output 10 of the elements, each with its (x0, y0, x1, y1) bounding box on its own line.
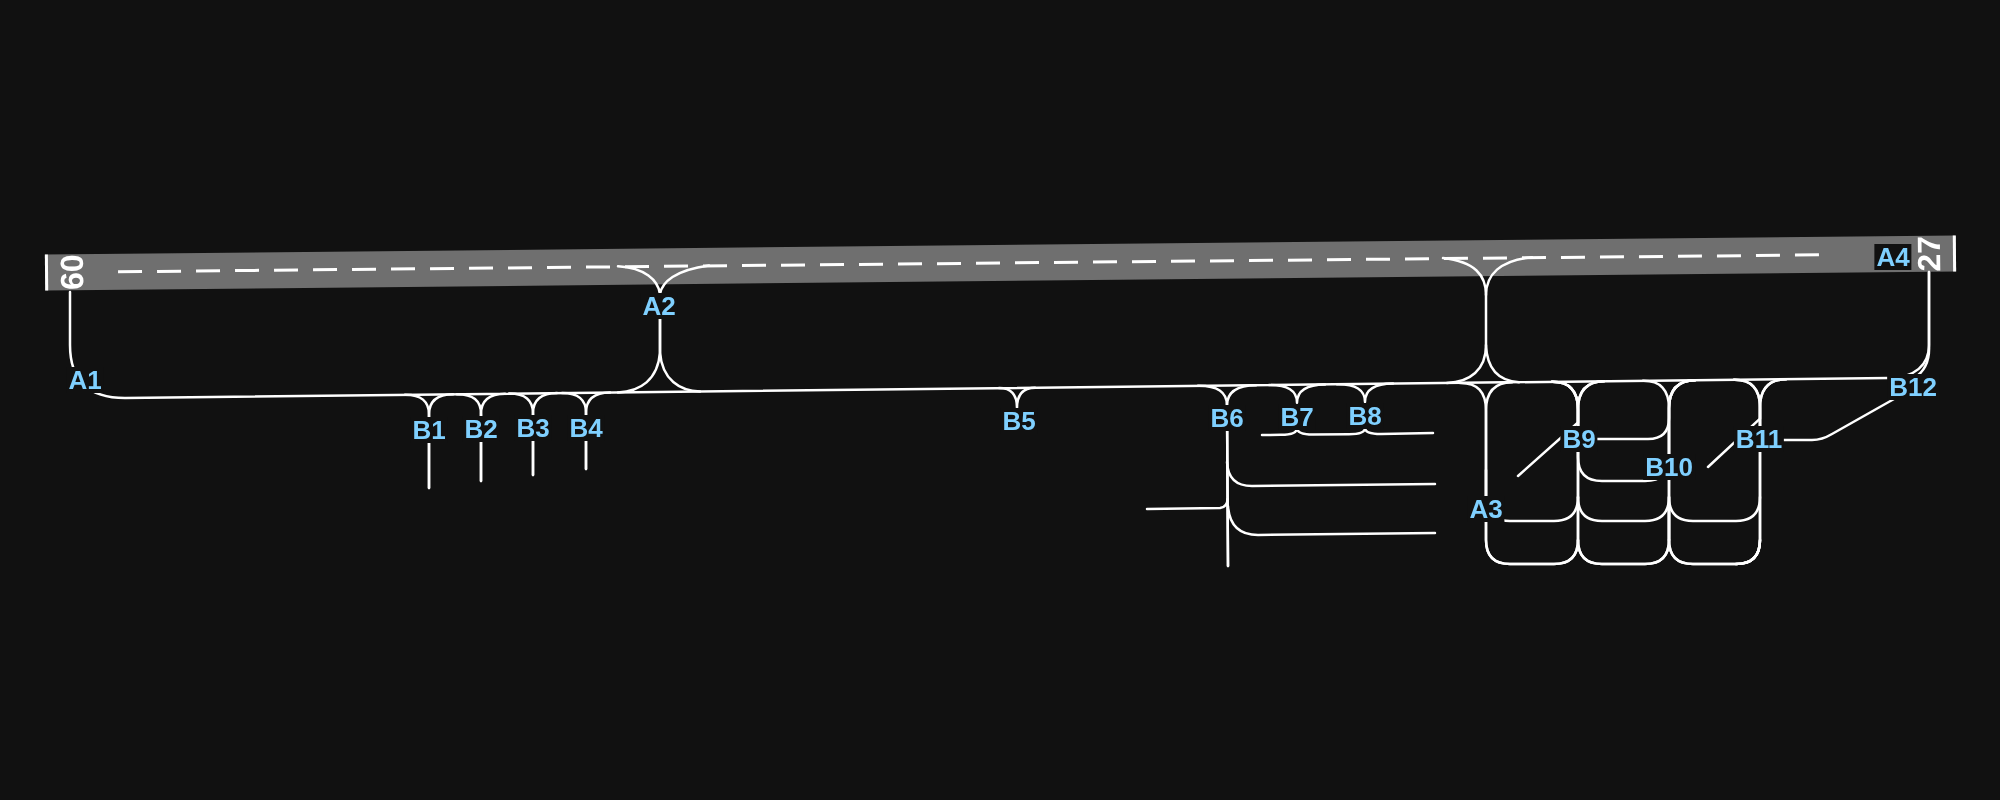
runway-number: 09 (55, 253, 89, 290)
taxiway-label: A4 (1874, 244, 1912, 270)
taxiway-label: A3 (1467, 496, 1505, 522)
taxiway-label: B11 (1733, 426, 1785, 452)
taxiway-label: A2 (640, 293, 678, 319)
taxiway-label: B10 (1643, 454, 1695, 480)
runway-number: 27 (1912, 235, 1946, 272)
taxiway-label: B9 (1560, 426, 1598, 452)
taxiway-label: A1 (66, 367, 104, 393)
taxiway-label: B12 (1887, 374, 1939, 400)
